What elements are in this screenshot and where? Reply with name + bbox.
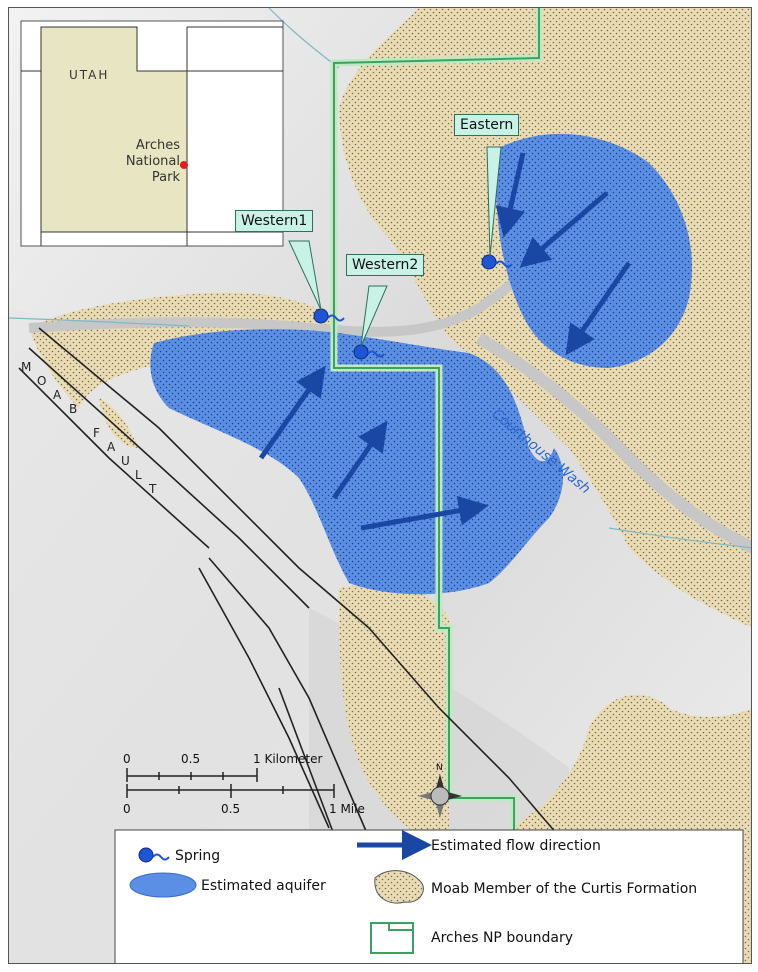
map-canvas [9, 8, 751, 963]
fault-letter: B [69, 402, 78, 416]
stream-line [608, 527, 751, 549]
scale-km-half: 0.5 [181, 752, 201, 766]
scale-bar [126, 768, 335, 798]
eastern-aquifer [495, 133, 693, 368]
legend-boundary: Arches NP boundary [431, 930, 574, 946]
inset-park-label-1: Arches [135, 138, 180, 153]
fault-letter: A [107, 440, 116, 454]
inset-park-label-2: National [125, 154, 180, 169]
scale-km-1: 1 Kilometer [253, 752, 323, 766]
fault-letter: T [149, 482, 157, 496]
callout-leaders [288, 146, 502, 347]
north-label: N [436, 763, 443, 773]
inset-state-label: UTAH [69, 68, 110, 82]
north-arrow-icon [418, 774, 462, 818]
callout-western2: Western2 [346, 254, 425, 276]
inset-park-label-3: Park [151, 170, 180, 185]
flow-arrows [258, 152, 632, 531]
callout-eastern: Eastern [454, 114, 520, 136]
fault-letter: U [121, 454, 130, 468]
courthouse-wash-channel [475, 332, 751, 554]
np-boundary [333, 8, 540, 963]
fault-letter: A [53, 388, 62, 402]
scale-mile-half: 0.5 [221, 802, 241, 816]
legend-box [114, 829, 744, 963]
legend-flow: Estimated flow direction [431, 838, 601, 854]
legend-aquifer: Estimated aquifer [201, 878, 326, 894]
fault-letter: O [37, 374, 47, 388]
legend-spring: Spring [175, 848, 221, 864]
stream-line [9, 317, 190, 327]
scale-km-0: 0 [123, 752, 131, 766]
fault-letter: M [21, 360, 32, 374]
inset-map [20, 20, 284, 247]
callout-western1: Western1 [235, 210, 314, 232]
fault-letter: F [93, 426, 100, 440]
scale-mile-1: 1 Mile [329, 802, 365, 816]
scale-mile-0: 0 [123, 802, 131, 816]
legend-moab: Moab Member of the Curtis Formation [431, 881, 698, 897]
stream-line [268, 8, 340, 69]
map-frame: UTAH Arches National Park Western1 Weste… [8, 7, 752, 964]
fault-letter: L [135, 468, 142, 482]
